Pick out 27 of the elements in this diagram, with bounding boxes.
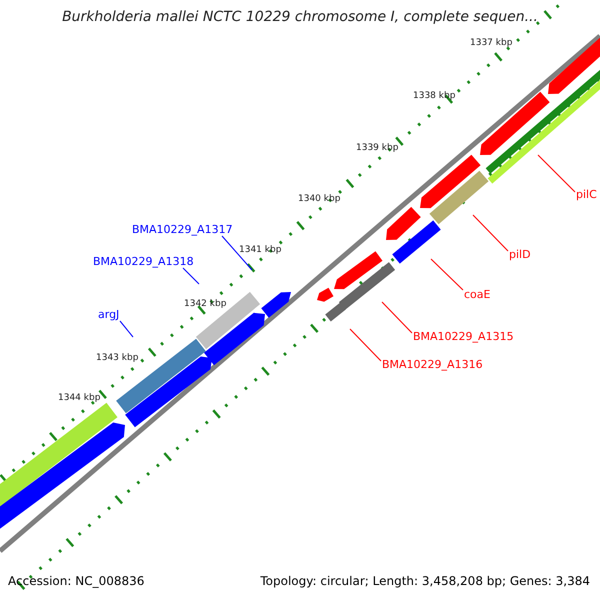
leader-line (120, 320, 134, 338)
scale-label: 1338 kbp (413, 92, 456, 101)
leader-line (472, 214, 508, 252)
map-title: Burkholderia mallei NCTC 10229 chromosome I, complete sequen... (62, 10, 538, 24)
scale-label: 1343 kbp (96, 354, 138, 363)
scale-label: 1342 kbp (184, 300, 226, 309)
scale-label: 1344 kbp (58, 394, 100, 403)
leader-line (382, 302, 412, 334)
scale-label: 1337 kbp (470, 39, 512, 48)
gene-label: argJ (98, 309, 120, 320)
gene-label: BMA10229_A1315 (413, 331, 514, 342)
leader-line (350, 328, 382, 362)
scale-label: 1341 kbp (239, 246, 282, 255)
gene-label: pilD (509, 249, 531, 260)
gene-label: coaE (464, 289, 490, 300)
scale-label: 1339 kbp (356, 144, 398, 153)
leader-line (222, 236, 252, 270)
gene-label: pilC (576, 189, 597, 200)
footer-text: Accession: NC_008836 (8, 575, 144, 587)
footer-text: Topology: circular; Length: 3,458,208 bp; Genes: 3,384 (260, 575, 590, 587)
gene-label: BMA10229_A1317 (132, 224, 233, 235)
scale-label: 1340 kbp (298, 195, 340, 204)
gene-label: BMA10229_A1316 (382, 359, 483, 370)
leader-line (182, 268, 200, 284)
leader-line (430, 258, 464, 290)
gene-label: BMA10229_A1318 (93, 256, 194, 267)
leader-line (538, 154, 576, 192)
